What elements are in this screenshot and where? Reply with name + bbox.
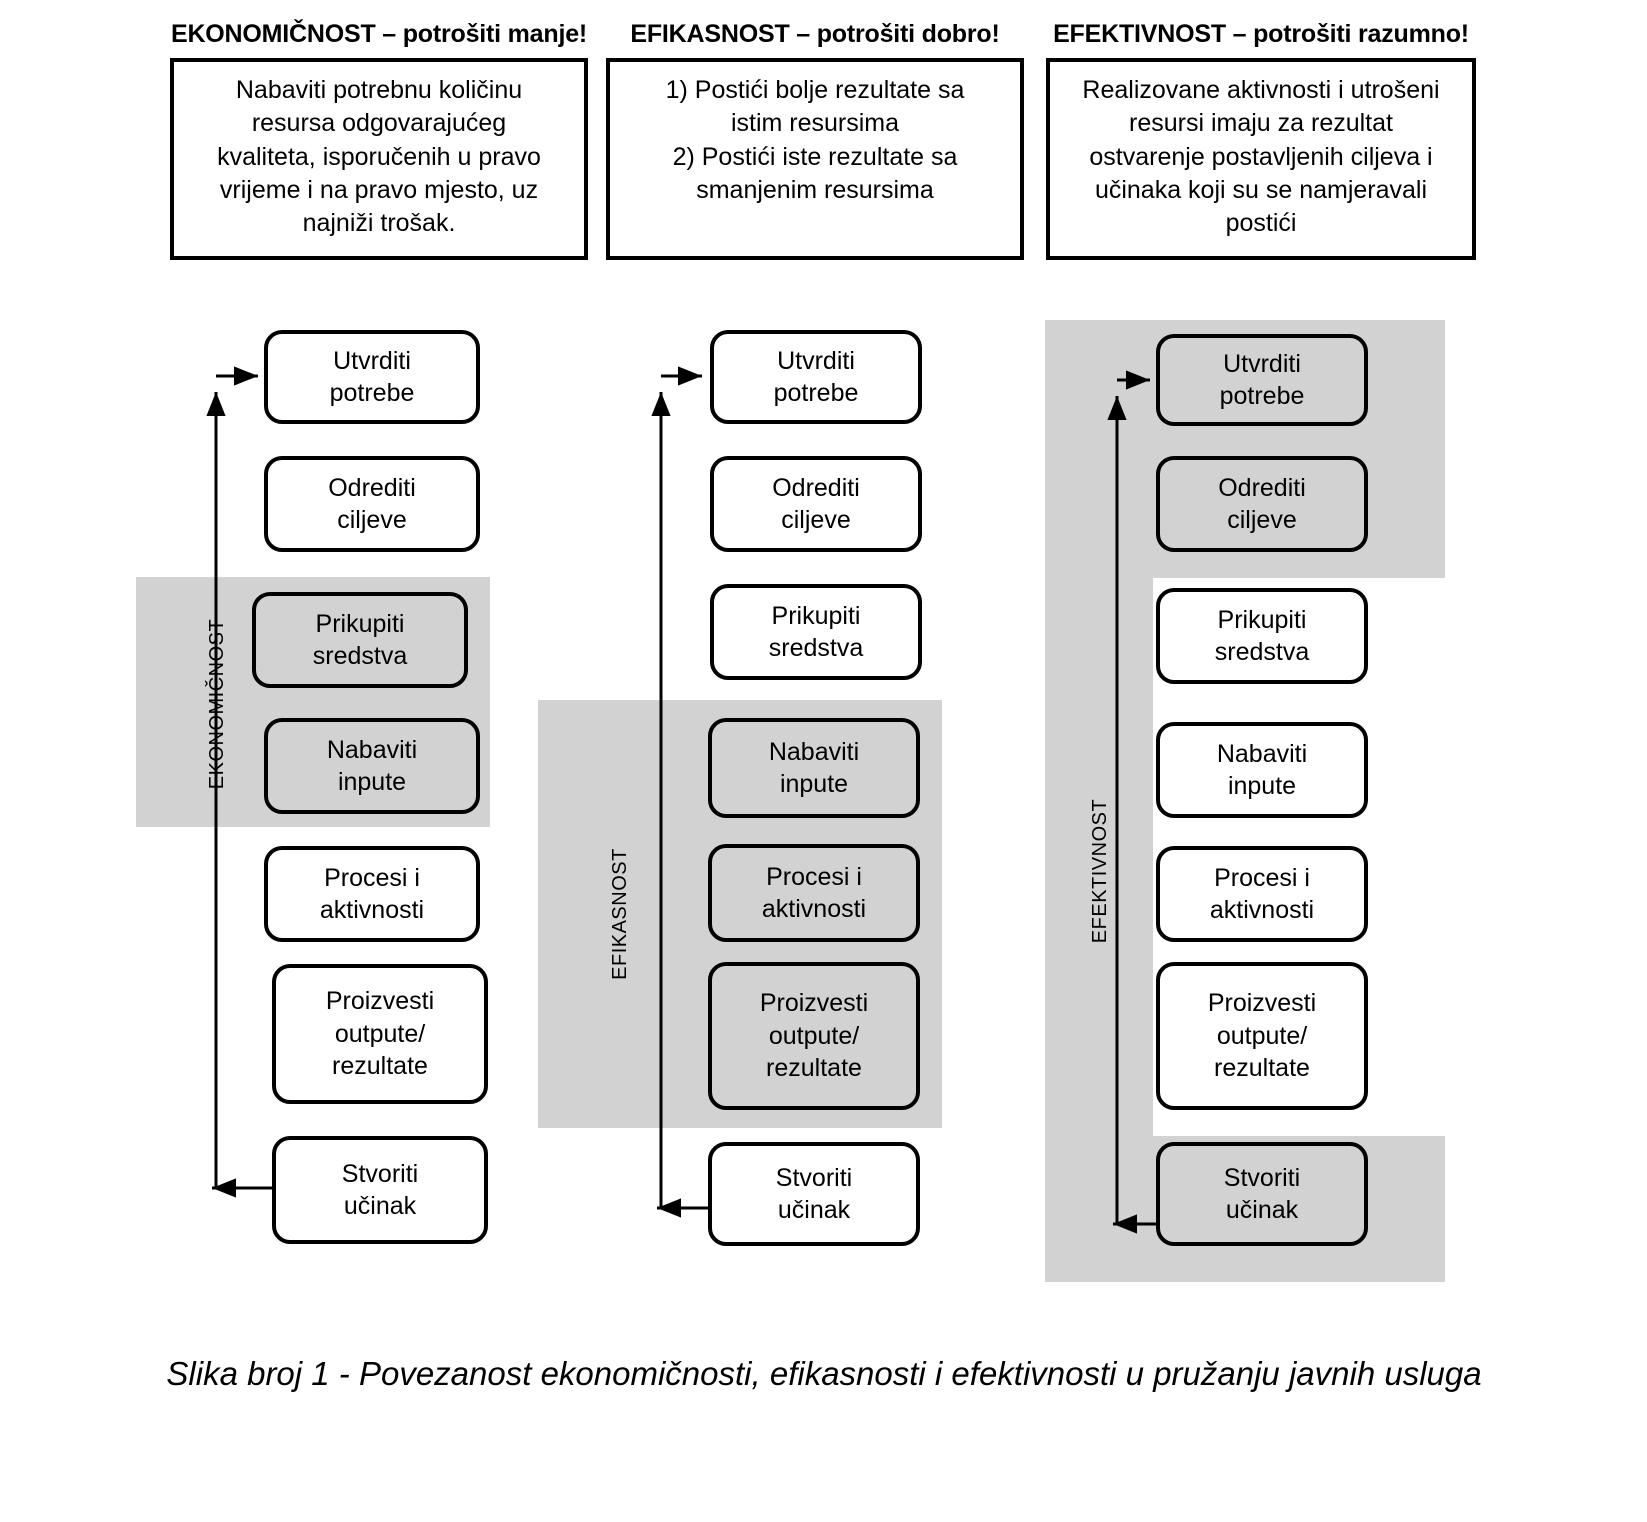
definition-line: kvaliteta, isporučenih u pravo: [217, 142, 541, 171]
definition-line: ostvarenje postavljenih ciljeva i: [1089, 142, 1433, 171]
flow-box-label-line: ciljeve: [781, 506, 851, 534]
flow-box-label-line: Proizvesti: [325, 987, 435, 1016]
flow-box-label-line: Nabaviti: [326, 735, 418, 764]
flow-box-label-line: Stvoriti: [775, 1163, 853, 1192]
flow-box-odrediti-ciljeve[interactable]: Odrediti ciljeve: [710, 456, 922, 552]
definition-line: smanjenim resursima: [696, 175, 934, 204]
definition-box-ekonomicnost: Nabaviti potrebnu količinu resursa odgov…: [170, 58, 588, 260]
definition-line: 1) Postići bolje rezultate sa: [665, 76, 965, 104]
flow-box-label-line: učinak: [777, 1196, 851, 1224]
flow-box-label-line: Utvrditi: [777, 346, 855, 375]
band-label-efikasnost: EFIKASNOST: [609, 848, 631, 980]
flow-box-label-line: Utvrditi: [1223, 349, 1301, 378]
flow-box-utvrditi-potrebe[interactable]: Utvrditi potrebe: [264, 330, 480, 424]
flow-box-proizvesti-outpute[interactable]: Proizvesti outpute/ rezultate: [272, 964, 488, 1104]
band-label-efektivnost: EFEKTIVNOST: [1089, 798, 1111, 944]
flow-box-label-line: učinak: [343, 1192, 417, 1220]
flow-box-label-line: Nabaviti: [1216, 739, 1308, 768]
definition-line: najniži trošak.: [302, 209, 456, 237]
flow-box-label-line: outpute/: [334, 1019, 426, 1048]
flow-box-prikupiti-sredstva[interactable]: Prikupiti sredstva: [1156, 588, 1368, 684]
flow-box-label-line: Utvrditi: [333, 346, 411, 375]
flow-box-prikupiti-sredstva[interactable]: Prikupiti sredstva: [710, 584, 922, 680]
flow-box-label-line: potrebe: [773, 379, 859, 407]
flow-box-label-line: aktivnosti: [1209, 896, 1315, 924]
flow-box-label-line: Odrediti: [1218, 473, 1306, 502]
flow-box-label-line: Procesi i: [766, 862, 862, 891]
flow-box-utvrditi-potrebe[interactable]: Utvrditi potrebe: [710, 330, 922, 424]
flow-box-odrediti-ciljeve[interactable]: Odrediti ciljeve: [264, 456, 480, 552]
definition-line: resursa odgovarajućeg: [251, 109, 507, 138]
definition-box-efektivnost: Realizovane aktivnosti i utrošeni resurs…: [1046, 58, 1476, 260]
definition-line: resursi imaju za rezultat: [1129, 109, 1393, 138]
flow-box-label-line: Nabaviti: [768, 737, 860, 766]
flow-box-label-line: Procesi i: [324, 863, 420, 892]
band-label-ekonomicnost: EKONOMIČNOST: [206, 618, 228, 790]
flow-box-label-line: Prikupiti: [771, 601, 861, 630]
flow-box-utvrditi-potrebe[interactable]: Utvrditi potrebe: [1156, 334, 1368, 426]
flow-box-label-line: Procesi i: [1214, 863, 1310, 892]
flow-box-label-line: Proizvesti: [1207, 989, 1317, 1018]
flow-box-label-line: Proizvesti: [759, 989, 869, 1018]
flow-box-label-line: rezultate: [766, 1054, 862, 1083]
flow-box-label-line: Stvoriti: [1223, 1163, 1301, 1192]
column-header-ekonomicnost: EKONOMIČNOST – potrošiti manje!: [170, 20, 588, 48]
flow-box-label-line: ciljeve: [1227, 506, 1297, 534]
definition-line: Nabaviti potrebnu količinu: [235, 76, 523, 104]
flow-box-label-line: inpute: [779, 770, 849, 798]
flow-box-stvoriti-ucinak[interactable]: Stvoriti učinak: [1156, 1142, 1368, 1246]
flow-box-label-line: sredstva: [1214, 638, 1310, 666]
definition-line: postići: [1225, 209, 1297, 237]
flow-box-stvoriti-ucinak[interactable]: Stvoriti učinak: [708, 1142, 920, 1246]
flow-box-label-line: Odrediti: [772, 473, 860, 502]
flow-box-nabaviti-inpute[interactable]: Nabaviti inpute: [708, 718, 920, 818]
flow-box-label-line: ciljeve: [337, 506, 407, 534]
definition-line: 2) Postići iste rezultate sa: [672, 142, 958, 171]
flow-box-nabaviti-inpute[interactable]: Nabaviti inpute: [264, 718, 480, 814]
flow-box-odrediti-ciljeve[interactable]: Odrediti ciljeve: [1156, 456, 1368, 552]
flow-box-proizvesti-outpute[interactable]: Proizvesti outpute/ rezultate: [708, 962, 920, 1110]
flow-box-label-line: Stvoriti: [341, 1159, 419, 1188]
flow-box-label-line: potrebe: [329, 379, 415, 407]
flow-box-label-line: potrebe: [1219, 382, 1305, 410]
flow-box-label-line: outpute/: [1216, 1021, 1308, 1050]
flow-box-procesi-i-aktivnosti[interactable]: Procesi i aktivnosti: [264, 846, 480, 942]
flow-box-label-line: učinak: [1225, 1196, 1299, 1224]
flow-box-label-line: Odrediti: [328, 473, 416, 502]
flow-box-stvoriti-ucinak[interactable]: Stvoriti učinak: [272, 1136, 488, 1244]
flow-box-label-line: aktivnosti: [761, 895, 867, 923]
flow-box-nabaviti-inpute[interactable]: Nabaviti inpute: [1156, 722, 1368, 818]
flow-box-label-line: inpute: [337, 768, 407, 796]
definition-line: Realizovane aktivnosti i utrošeni: [1082, 76, 1440, 104]
definition-line: istim resursima: [730, 109, 900, 138]
flow-box-label-line: Prikupiti: [1217, 605, 1307, 634]
flow-box-label-line: inpute: [1227, 772, 1297, 800]
definition-line: učinaka koji su se namjeravali: [1094, 175, 1428, 204]
flow-box-prikupiti-sredstva[interactable]: Prikupiti sredstva: [252, 592, 468, 688]
definition-line: vrijeme i na pravo mjesto, uz: [219, 175, 539, 204]
flow-box-label-line: sredstva: [768, 634, 864, 662]
flow-box-label-line: aktivnosti: [319, 896, 425, 924]
flow-box-proizvesti-outpute[interactable]: Proizvesti outpute/ rezultate: [1156, 962, 1368, 1110]
flow-box-label-line: sredstva: [312, 642, 408, 670]
flow-box-label-line: rezultate: [332, 1052, 428, 1081]
figure-caption: Slika broj 1 - Povezanost ekonomičnosti,…: [166, 1355, 1482, 1392]
flow-box-label-line: outpute/: [768, 1021, 860, 1050]
flow-box-label-line: Prikupiti: [315, 609, 405, 638]
column-header-efikasnost: EFIKASNOST – potrošiti dobro!: [630, 20, 1000, 48]
column-header-efektivnost: EFEKTIVNOST – potrošiti razumno!: [1053, 20, 1469, 48]
flow-box-label-line: rezultate: [1214, 1054, 1310, 1083]
definition-box-efikasnost: 1) Postići bolje rezultate sa istim resu…: [606, 58, 1024, 260]
flow-box-procesi-i-aktivnosti[interactable]: Procesi i aktivnosti: [1156, 846, 1368, 942]
flow-box-procesi-i-aktivnosti[interactable]: Procesi i aktivnosti: [708, 844, 920, 942]
